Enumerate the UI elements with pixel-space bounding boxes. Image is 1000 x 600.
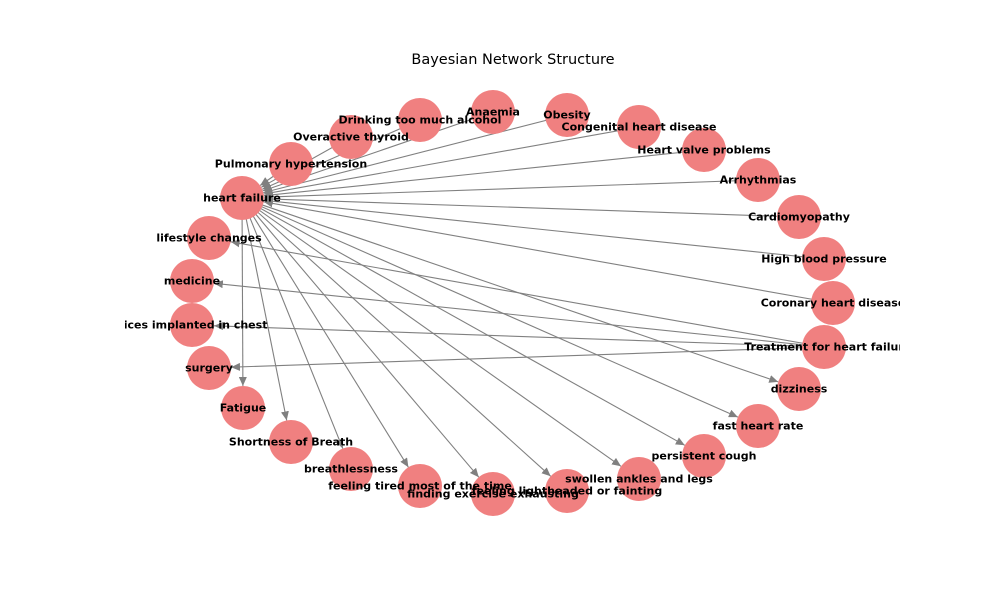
node-label-devices: vices implanted in chest [117, 319, 268, 332]
node-label-congenital: Congenital heart disease [562, 121, 717, 134]
node-label-fast-heart-rate: fast heart rate [713, 420, 804, 433]
node-shortness-of-breath [269, 420, 313, 464]
edge-treatment-to-medicine [213, 280, 825, 348]
node-label-pulmonary-hypertension: Pulmonary hypertension [215, 158, 367, 171]
node-fast-heart-rate [736, 404, 780, 448]
edge-heart-failure-to-lightheaded [241, 197, 552, 477]
node-heart-failure [220, 176, 264, 220]
node-label-treatment: Treatment for heart failur [744, 341, 904, 354]
node-label-cardiomyopathy: Cardiomyopathy [748, 211, 850, 224]
edge-congenital-to-heart-failure [263, 126, 640, 197]
node-cardiomyopathy [777, 195, 821, 239]
node-feeling-tired [398, 464, 442, 508]
node-label-alcohol: Drinking too much alcohol [339, 114, 502, 127]
node-surgery [187, 346, 231, 390]
node-treatment [802, 325, 846, 369]
edge-heart-failure-to-fast-heart-rate [241, 197, 739, 418]
node-label-anaemia: Anaemia [466, 106, 520, 119]
node-label-coronary: Coronary heart disease [761, 297, 906, 310]
node-devices [170, 303, 214, 347]
node-congenital [617, 105, 661, 149]
edge-heart-failure-to-shortness-of-breath [241, 197, 289, 421]
node-finding-exercise [471, 472, 515, 516]
nodes-layer: heart failure lifestyle changes medicine vi… [117, 90, 906, 516]
node-label-high-bp: High blood pressure [761, 253, 887, 266]
node-alcohol [398, 98, 442, 142]
node-label-surgery: surgery [185, 362, 233, 375]
node-label-fatigue: Fatigue [220, 402, 267, 415]
edge-heart-failure-to-persistent-cough [241, 197, 686, 446]
node-label-persistent-cough: persistent cough [652, 450, 757, 463]
node-label-heart-failure: heart failure [203, 192, 281, 205]
node-coronary [811, 281, 855, 325]
node-obesity [545, 93, 589, 137]
edge-high-bp-to-heart-failure [263, 197, 825, 260]
node-label-overactive-thyroid: Overactive thyroid [293, 131, 409, 144]
edge-heart-failure-to-breathlessness [241, 197, 344, 449]
node-swollen [617, 457, 661, 501]
edge-obesity-to-heart-failure [263, 114, 568, 195]
node-label-obesity: Obesity [543, 109, 590, 122]
node-label-dizziness: dizziness [771, 383, 828, 396]
node-label-medicine: medicine [164, 275, 220, 288]
edge-heart-failure-to-finding-exercise [241, 197, 480, 478]
edge-cardiomyopathy-to-heart-failure [263, 195, 800, 218]
node-label-breathlessness: breathlessness [304, 463, 398, 476]
edge-coronary-to-heart-failure [263, 199, 834, 304]
node-label-arrhythmias: Arrhythmias [720, 174, 797, 187]
node-label-feeling-tired: feeling tired most of the time [328, 480, 512, 493]
edges-layer [213, 111, 834, 478]
node-heart-valve [682, 128, 726, 172]
node-medicine [170, 259, 214, 303]
node-persistent-cough [682, 434, 726, 478]
node-label-shortness-of-breath: Shortness of Breath [229, 436, 353, 449]
node-fatigue [221, 386, 265, 430]
node-high-bp [802, 237, 846, 281]
node-lifestyle-changes [187, 216, 231, 260]
edge-treatment-to-devices [213, 322, 825, 348]
edge-heart-failure-to-swollen [241, 197, 622, 467]
node-lightheaded [545, 469, 589, 513]
node-breathlessness [329, 447, 373, 491]
node-label-lifestyle-changes: lifestyle changes [156, 232, 262, 245]
edge-treatment-to-surgery [230, 346, 825, 371]
edge-treatment-to-lifestyle-changes [230, 239, 825, 348]
node-anaemia [471, 90, 515, 134]
edge-heart-failure-to-fatigue [238, 197, 247, 387]
node-label-heart-valve: Heart valve problems [637, 144, 771, 157]
node-arrhythmias [736, 158, 780, 202]
edge-arrhythmias-to-heart-failure [263, 179, 759, 201]
edge-heart-failure-to-feeling-tired [241, 197, 409, 468]
chart-title: Bayesian Network Structure [411, 52, 614, 68]
node-pulmonary-hypertension [269, 142, 313, 186]
edge-heart-valve-to-heart-failure [263, 149, 705, 199]
node-label-lightheaded: feeling lightheaded or fainting [472, 485, 662, 498]
node-overactive-thyroid [329, 115, 373, 159]
node-label-finding-exercise: finding exercise exhausting [407, 488, 579, 501]
node-label-swollen: swollen ankles and legs [565, 473, 713, 486]
node-dizziness [777, 367, 821, 411]
